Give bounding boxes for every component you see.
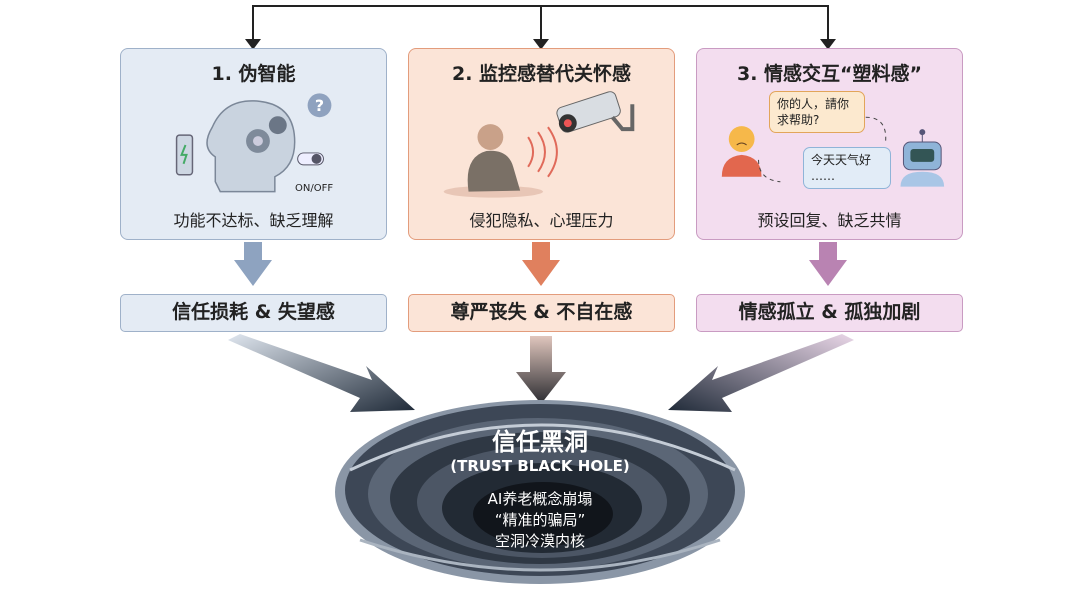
hole-line-1: AI养老概念崩塌	[487, 490, 593, 508]
result-trust-loss: 信任损耗 & 失望感	[120, 294, 387, 332]
black-hole	[335, 400, 745, 584]
result-isolation: 情感孤立 & 孤独加剧	[696, 294, 963, 332]
panel-title: 2. 监控感替代关怀感	[451, 63, 632, 85]
svg-text:?: ?	[315, 96, 324, 115]
hole-title: 信任黑洞	[492, 428, 588, 456]
panel-caption: 预设回复、缺乏共情	[757, 211, 902, 230]
hole-line-2: “精准的骗局”	[494, 511, 586, 529]
panel-plastic-interaction: 3. 情感交互“塑料感” 你的人，請你求帮助? 今天天气好 …… 预设回复、缺乏…	[696, 48, 963, 240]
result-dignity-loss: 尊严丧失 & 不自在感	[408, 294, 675, 332]
on-off-label: ON/OFF	[295, 183, 334, 194]
robot-ellipsis: ……	[811, 169, 835, 183]
panel-title: 3. 情感交互“塑料感”	[736, 63, 923, 85]
panel-caption: 侵犯隐私、心理压力	[469, 211, 614, 230]
funnel-arrows	[228, 334, 854, 412]
robot-reply: 今天天气好	[811, 153, 872, 167]
top-bracket	[245, 5, 836, 50]
robot-head-icon: ?	[175, 93, 332, 193]
camera-elderly-icon	[443, 91, 635, 198]
panel-surveillance: 2. 监控感替代关怀感 侵犯隐私、心理压力	[408, 48, 675, 240]
panel-pseudo-intelligence: 1. 伪智能 ? ON/OFF 功能不达标、缺乏理解	[120, 48, 387, 240]
robot-speech-bubble: 今天天气好 ……	[803, 147, 891, 189]
hole-line-3: 空洞冷漠内核	[494, 532, 585, 550]
down-arrows	[234, 242, 847, 286]
user-robot-chat-icon	[721, 116, 945, 187]
hole-subtitle: (TRUST BLACK HOLE)	[450, 457, 630, 475]
panel-title: 1. 伪智能	[211, 63, 296, 85]
user-speech-bubble: 你的人，請你求帮助?	[769, 91, 865, 133]
panel-caption: 功能不达标、缺乏理解	[173, 211, 334, 230]
